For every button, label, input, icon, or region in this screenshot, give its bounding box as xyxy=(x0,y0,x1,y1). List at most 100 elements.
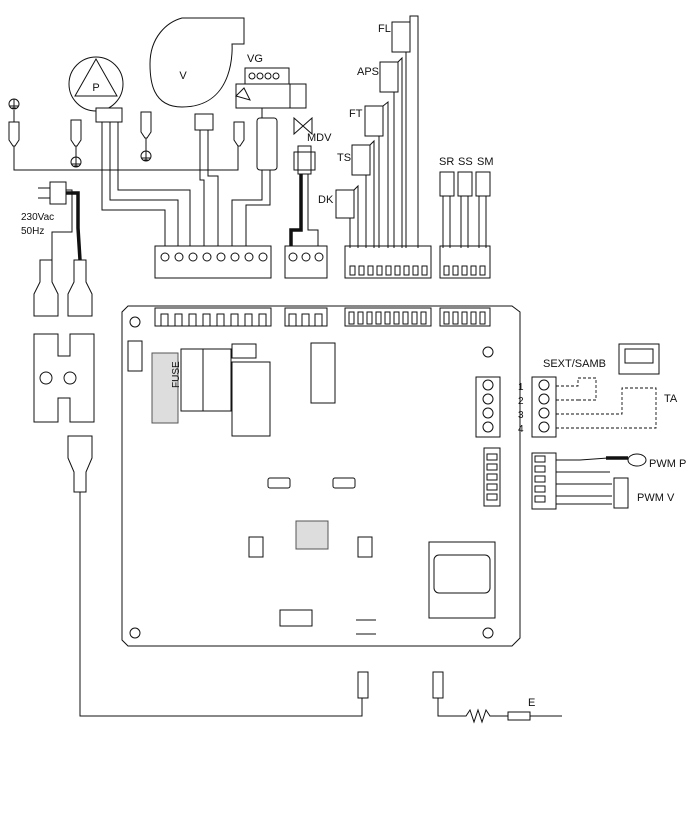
terminal-pin xyxy=(216,252,226,262)
terminal-slot xyxy=(486,463,498,471)
terminal-slot xyxy=(375,311,382,325)
earth-electrode-label: E xyxy=(528,697,535,709)
terminal-slot xyxy=(470,311,477,325)
fan-label: V xyxy=(179,70,187,82)
terminal-slot xyxy=(412,265,419,276)
sm-label: SM xyxy=(477,156,494,168)
terminal-slot xyxy=(486,473,498,481)
terminal-slot xyxy=(402,311,409,325)
terminal-slot xyxy=(420,311,427,325)
pump-component: P xyxy=(68,56,124,112)
gas-valve-label: VG xyxy=(247,53,263,65)
terminal-slot xyxy=(314,313,323,327)
ft-label: FT xyxy=(349,108,363,120)
fan-connector xyxy=(194,113,214,131)
connector-x1 xyxy=(154,245,272,279)
terminal-pin xyxy=(244,252,254,262)
terminal-slot xyxy=(411,311,418,325)
dk-label: DK xyxy=(318,194,334,206)
terminal-slot xyxy=(486,453,498,461)
terminal-pin xyxy=(288,252,298,262)
terminal-slot xyxy=(384,311,391,325)
frequency-label: 50Hz xyxy=(21,226,44,237)
ss-label: SS xyxy=(458,156,473,168)
terminal-slot xyxy=(393,311,400,325)
pump-connector xyxy=(95,107,123,123)
connector-pins xyxy=(160,252,550,503)
terminal-2-label: 2 xyxy=(518,396,524,407)
terminal-slot xyxy=(357,311,364,325)
terminal-pin xyxy=(301,252,311,262)
fuse-label: FUSE xyxy=(171,361,182,388)
terminal-slot xyxy=(216,313,225,327)
terminal-slot xyxy=(348,311,355,325)
terminal-pin xyxy=(188,252,198,262)
terminal-slot xyxy=(470,265,477,276)
wiring-top xyxy=(13,108,319,248)
terminal-pin xyxy=(482,379,494,391)
terminal-slot xyxy=(534,465,546,473)
fan-component: V xyxy=(149,17,245,108)
sext-samb-label: SEXT/SAMB xyxy=(543,358,606,370)
terminal-pin xyxy=(258,252,268,262)
terminal-pin xyxy=(538,421,550,433)
power-fastons xyxy=(33,259,363,717)
pump-label: P xyxy=(92,82,99,94)
terminal-pin xyxy=(482,421,494,433)
terminal-slot xyxy=(403,265,410,276)
terminal-pin xyxy=(230,252,240,262)
terminal-slot xyxy=(421,265,428,276)
pwm-v-label: PWM V xyxy=(637,492,675,504)
terminal-slot xyxy=(479,311,486,325)
mdv-component: MDV xyxy=(293,116,332,175)
terminal-slot xyxy=(367,265,374,276)
terminal-pin xyxy=(314,252,324,262)
terminal-pin xyxy=(482,393,494,405)
terminal-slot xyxy=(452,265,459,276)
aps-label: APS xyxy=(357,66,379,78)
terminal-slot xyxy=(534,455,546,463)
terminal-pin xyxy=(160,252,170,262)
ts-label: TS xyxy=(337,152,351,164)
terminal-slot xyxy=(486,483,498,491)
terminal-slot xyxy=(385,265,392,276)
terminal-1-label: 1 xyxy=(518,382,524,393)
terminal-slot xyxy=(174,313,183,327)
terminal-pin xyxy=(202,252,212,262)
terminal-slot xyxy=(486,493,498,501)
connector-x4 xyxy=(439,245,491,279)
terminal-slot xyxy=(288,313,297,327)
terminal-slot xyxy=(443,311,450,325)
terminal-slot xyxy=(534,495,546,503)
voltage-label: 230Vac xyxy=(21,212,54,223)
terminal-slot xyxy=(301,313,310,327)
terminal-slot xyxy=(394,265,401,276)
sr-label: SR xyxy=(439,156,454,168)
external-terminals: SEXT/SAMB CR 1 2 3 4 TA PWM P PWM V xyxy=(518,343,686,510)
terminal-slot xyxy=(230,313,239,327)
terminal-pin xyxy=(538,393,550,405)
connector-x2 xyxy=(284,245,328,279)
sensors-switches: FL APS FT TS DK SR SS SM xyxy=(318,15,494,248)
terminal-pin xyxy=(538,407,550,419)
terminal-slot xyxy=(534,485,546,493)
terminal-slot xyxy=(452,311,459,325)
terminal-slot xyxy=(202,313,211,327)
gas-valve-connector xyxy=(256,117,278,171)
fl-label: FL xyxy=(378,23,391,35)
earth-electrode: E xyxy=(357,671,562,724)
terminal-slot xyxy=(534,475,546,483)
terminal-pin xyxy=(174,252,184,262)
faston-terminals-top xyxy=(8,111,245,147)
terminal-slot xyxy=(160,313,169,327)
terminal-4-label: 4 xyxy=(518,424,524,435)
terminal-slot xyxy=(376,265,383,276)
terminal-slot xyxy=(461,265,468,276)
ta-label: TA xyxy=(664,393,678,405)
power-plug: 230Vac 50Hz xyxy=(21,181,82,261)
terminal-slot xyxy=(188,313,197,327)
terminal-slot xyxy=(358,265,365,276)
main-board: FUSE xyxy=(121,305,521,647)
terminal-slot xyxy=(366,311,373,325)
